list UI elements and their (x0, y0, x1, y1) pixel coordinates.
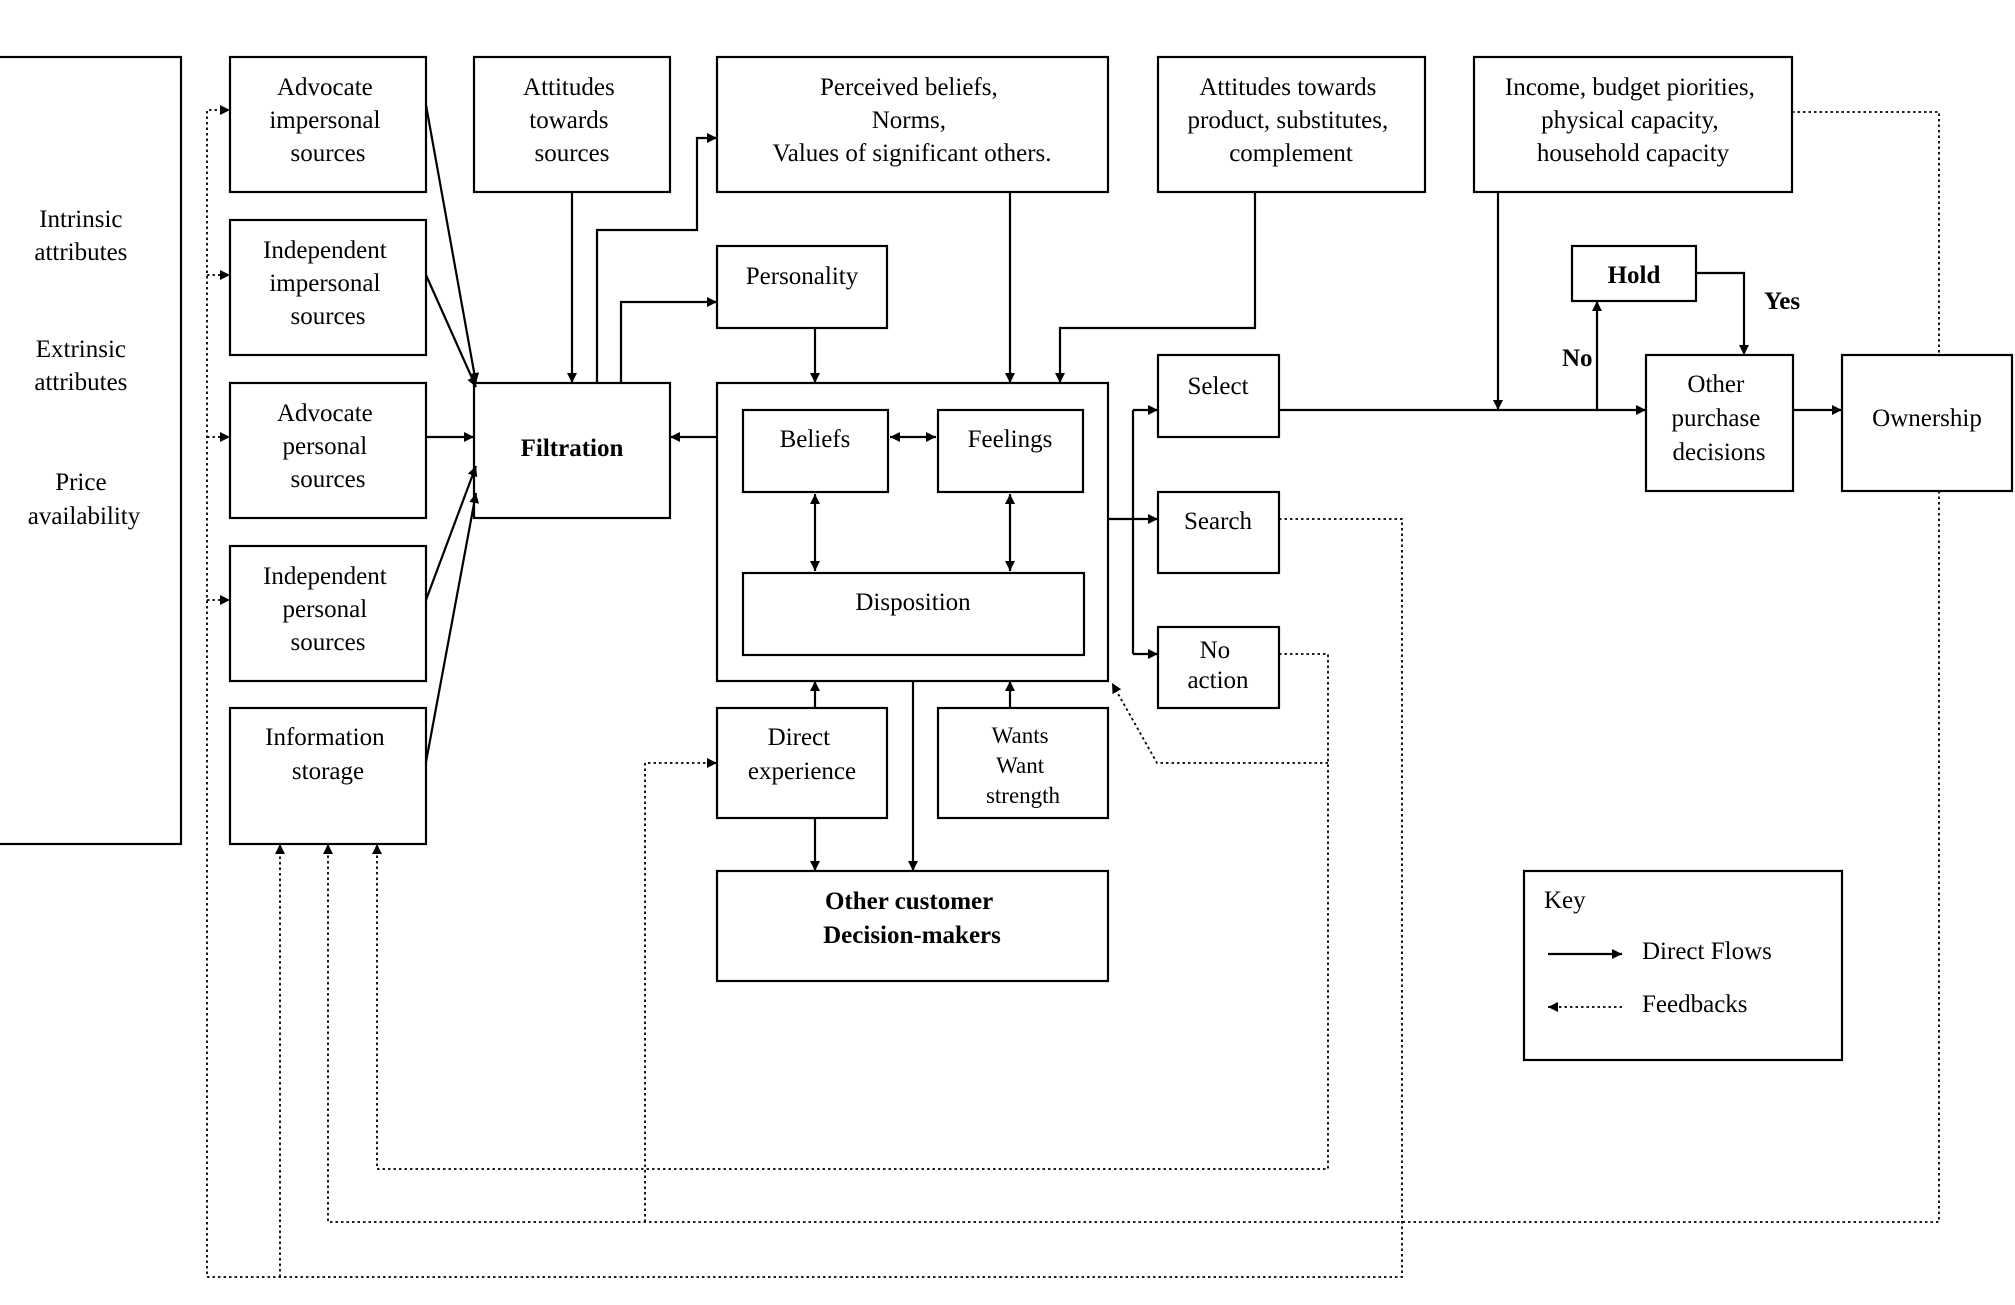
no-action-box: No action (1156, 625, 1281, 710)
yes-label: Yes (1764, 288, 1800, 315)
svg-text:Intrinsic attributes: Intrinsic attributes Extrinsic attribute… (28, 206, 141, 530)
svg-text:Advocate impersonal: Advocate impersonal sources (269, 74, 386, 167)
legend-key: Key Direct Flows Feedbacks (1522, 869, 1844, 1062)
ownership-box: Ownership (1840, 353, 2014, 493)
feelings-box: Feelings (936, 408, 1085, 494)
svg-text:Disposition: Disposition (855, 589, 971, 616)
svg-text:Other purchase dec: Other purchase decisions (1671, 371, 1766, 466)
attitudes-towards-sources-box: Attitudes towards sources (472, 55, 672, 194)
direct-experience-box: Direct experience (715, 706, 889, 820)
income-budget-box: Income, budget piorities, physical capac… (1472, 55, 1794, 194)
personality-box: Personality (715, 244, 889, 330)
svg-text:Advocate personal: Advocate personal sources (277, 400, 379, 493)
svg-text:Hold: Hold (1608, 262, 1661, 289)
no-label: No (1562, 345, 1593, 372)
feedback-arrows (206, 105, 1940, 1278)
perceived-beliefs-box: Perceived beliefs, Norms, Values of sign… (715, 55, 1110, 194)
svg-text:Independent impersonal: Independent impersonal sources (263, 237, 393, 330)
svg-text:Ownership: Ownership (1872, 405, 1982, 432)
filtration-box: Filtration (472, 381, 672, 520)
independent-personal-sources-box: Independent personal sources (228, 544, 428, 683)
svg-text:Select: Select (1187, 373, 1248, 400)
svg-text:Search: Search (1184, 508, 1253, 535)
attitudes-towards-product-box: Attitudes towards product, substitutes, … (1156, 55, 1427, 194)
search-box: Search (1156, 490, 1281, 575)
svg-text:Income, budget piorities,: Income, budget piorities, physical capac… (1505, 74, 1761, 167)
attributes-panel: Intrinsic attributes Extrinsic attribute… (0, 55, 183, 846)
svg-text:Other customer Decision-: Other customer Decision-makers (823, 888, 1001, 949)
svg-text:Perceived beliefs, Norms: Perceived beliefs, Norms, Values of sign… (772, 74, 1051, 167)
svg-text:Personality: Personality (746, 263, 859, 290)
svg-text:Wants Want strengt: Wants Want strength (986, 723, 1061, 808)
information-storage-box: Information storage (228, 706, 428, 846)
wants-box: Wants Want strength (936, 706, 1110, 820)
advocate-impersonal-sources-box: Advocate impersonal sources (228, 55, 428, 194)
svg-text:Direct experience: Direct experience (748, 724, 856, 785)
legend-direct-flows-label: Direct Flows (1642, 938, 1772, 965)
disposition-box: Disposition (741, 571, 1086, 657)
beliefs-box: Beliefs (741, 408, 890, 494)
svg-text:No action: No action (1187, 637, 1249, 694)
other-purchase-decisions-box: Other purchase decisions (1644, 353, 1795, 493)
svg-text:Beliefs: Beliefs (780, 426, 851, 453)
svg-text:Independent personal: Independent personal sources (263, 563, 393, 656)
advocate-personal-sources-box: Advocate personal sources (228, 381, 428, 520)
legend-feedbacks-label: Feedbacks (1642, 991, 1748, 1018)
svg-text:Filtration: Filtration (521, 435, 624, 462)
legend-title: Key (1544, 887, 1586, 914)
select-box: Select (1156, 353, 1281, 439)
svg-text:Information storage: Information storage (265, 724, 391, 785)
svg-text:Attitudes towards: Attitudes towards sources (523, 74, 621, 167)
hold-box: Hold (1570, 244, 1698, 303)
other-customer-decision-makers-box: Other customer Decision-makers (715, 869, 1110, 983)
svg-text:Attitudes towards produc: Attitudes towards product, substitutes, … (1188, 74, 1395, 167)
independent-impersonal-sources-box: Independent impersonal sources (228, 218, 428, 357)
direct-flow-arrows (424, 104, 1842, 871)
svg-text:Feelings: Feelings (968, 426, 1053, 453)
